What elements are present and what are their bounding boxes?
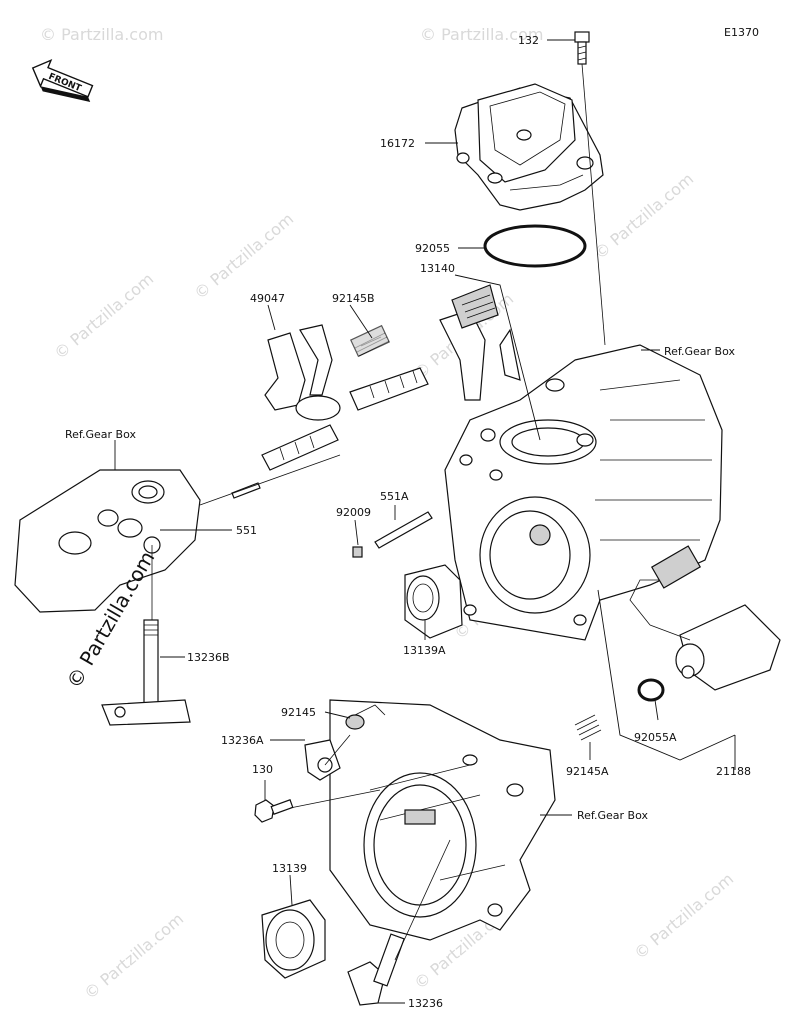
shift-fork-49047-part[interactable] <box>261 324 429 471</box>
part-label-551[interactable]: 551 <box>236 524 257 537</box>
watermark: © Partzilla.com <box>40 25 163 44</box>
watermark: © Partzilla.com <box>630 869 737 963</box>
rod-551A-part[interactable] <box>374 511 433 549</box>
part-label-92055A[interactable]: 92055A <box>634 731 677 744</box>
front-arrow-icon: FRONT <box>31 58 94 102</box>
solenoid-21188-part[interactable] <box>629 545 781 691</box>
part-label-92145B[interactable]: 92145B <box>332 292 375 305</box>
gear-13139-part[interactable] <box>261 899 326 979</box>
shaft-13236-part[interactable] <box>347 933 405 1006</box>
gear-box-lower-part[interactable] <box>329 699 556 941</box>
watermark: © Partzilla.com <box>590 169 697 263</box>
spring-92145B-part[interactable] <box>349 324 391 358</box>
bolt-132-part[interactable] <box>574 31 590 65</box>
shift-fork-13140-part[interactable] <box>439 284 521 401</box>
gear-box-housing-part[interactable] <box>444 344 723 641</box>
part-label-92009[interactable]: 92009 <box>336 506 371 519</box>
shaft-13236B-part[interactable] <box>101 619 191 726</box>
watermark: © Partzilla.com <box>50 269 157 363</box>
selector-cover-part[interactable] <box>454 83 604 211</box>
part-label-551A[interactable]: 551A <box>380 490 409 503</box>
part-label-13139A[interactable]: 13139A <box>403 644 446 657</box>
part-label-ref-gear-box-lower[interactable]: Ref.Gear Box <box>577 809 648 822</box>
part-label-49047[interactable]: 49047 <box>250 292 285 305</box>
rod-551-part[interactable] <box>231 482 261 499</box>
part-label-21188[interactable]: 21188 <box>716 765 751 778</box>
sleeve-13139A-part[interactable] <box>404 564 463 639</box>
part-label-ref-gear-box-left[interactable]: Ref.Gear Box <box>65 428 136 441</box>
part-label-130[interactable]: 130 <box>252 763 273 776</box>
part-label-92145A[interactable]: 92145A <box>566 765 609 778</box>
part-label-13236A[interactable]: 13236A <box>221 734 264 747</box>
part-label-92145[interactable]: 92145 <box>281 706 316 719</box>
watermark: © Partzilla.com <box>190 209 297 303</box>
part-label-13139[interactable]: 13139 <box>272 862 307 875</box>
part-label-13140[interactable]: 13140 <box>420 262 455 275</box>
bolt-130-part[interactable] <box>254 799 294 823</box>
pin-92009-part[interactable] <box>352 546 363 558</box>
part-label-132[interactable]: 132 <box>518 34 539 47</box>
spring-92145A-part[interactable] <box>574 714 602 741</box>
watermark: © Partzilla.com <box>80 909 187 1003</box>
o-ring-92055A-part[interactable] <box>637 678 665 702</box>
watermark: © Partzilla.com <box>420 25 543 44</box>
o-ring-92055-part[interactable] <box>483 224 587 268</box>
part-label-92055[interactable]: 92055 <box>415 242 450 255</box>
diagram-code: E1370 <box>724 26 759 39</box>
part-label-13236B[interactable]: 13236B <box>187 651 230 664</box>
spring-92145-part[interactable] <box>345 704 386 730</box>
gear-box-left-part[interactable] <box>14 469 201 613</box>
part-label-ref-gear-box-right[interactable]: Ref.Gear Box <box>664 345 735 358</box>
part-label-13236[interactable]: 13236 <box>408 997 443 1010</box>
leader-lines <box>114 39 660 1004</box>
part-label-16172[interactable]: 16172 <box>380 137 415 150</box>
